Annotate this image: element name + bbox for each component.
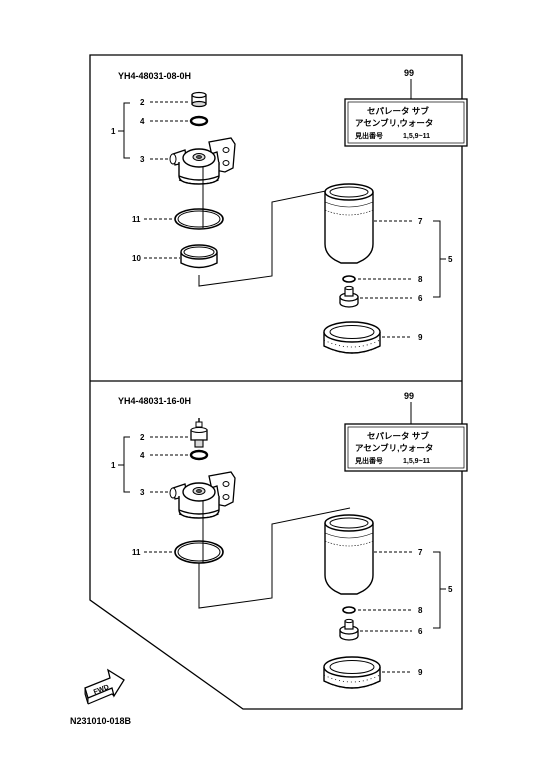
o-ring-bottom (189, 449, 209, 461)
fwd-arrow-icon: FWD (84, 668, 125, 705)
label-line2-bottom: アセンブリ,ウォータ (355, 443, 433, 453)
callout-7-top: 7 (418, 217, 423, 226)
callout-8-top: 8 (418, 275, 423, 284)
spacer-ring-top (180, 244, 218, 269)
assembly-line-top (198, 166, 351, 287)
bracket-group-1-bottom (118, 436, 130, 493)
label-key-top: 見出番号 (354, 131, 383, 140)
drain-plug-bottom (339, 618, 359, 641)
callout-4-bottom: 4 (140, 451, 145, 460)
label-box-bottom: セパレータ サブ アセンブリ,ウォータ 見出番号 1,5,9~11 (344, 423, 468, 472)
bracket-group-1-top (118, 102, 130, 159)
gasket-top (174, 208, 224, 230)
part-code-top: YH4-48031-08-0H (118, 71, 191, 81)
callout-1-bottom: 1 (111, 461, 116, 470)
callout-3-top: 3 (140, 155, 145, 164)
callout-2-bottom: 2 (140, 433, 145, 442)
diagram-code: N231010-018B (70, 716, 132, 726)
sensor-bottom (190, 418, 208, 448)
assembly-line-bottom (198, 500, 351, 609)
small-ring-top (342, 275, 356, 283)
callout-11-bottom: 11 (132, 548, 141, 557)
bowl-bottom (324, 514, 374, 595)
callout-11-top: 11 (132, 215, 141, 224)
ref-number-top: 99 (404, 68, 414, 78)
label-key-bottom: 見出番号 (354, 456, 383, 465)
label-line1-bottom: セパレータ サブ (367, 431, 429, 441)
callout-9-bottom: 9 (418, 668, 423, 677)
callout-2-top: 2 (140, 98, 145, 107)
callout-6-top: 6 (418, 294, 423, 303)
frame-border (89, 54, 463, 710)
callout-3-bottom: 3 (140, 488, 145, 497)
label-value-top: 1,5,9~11 (403, 133, 430, 140)
small-ring-bottom (342, 606, 356, 614)
bracket-group-5-top (433, 220, 446, 298)
drain-plug-top (339, 285, 359, 308)
callout-8-bottom: 8 (418, 606, 423, 615)
ring-nut-top (323, 321, 381, 354)
label-value-bottom: 1,5,9~11 (403, 458, 430, 465)
callout-4-top: 4 (140, 117, 145, 126)
label-line1-top: セパレータ サブ (367, 106, 429, 116)
part-code-bottom: YH4-48031-16-0H (118, 396, 191, 406)
callout-5-bottom: 5 (448, 585, 453, 594)
callout-6-bottom: 6 (418, 627, 423, 636)
bracket-group-5-bottom (433, 551, 446, 629)
gasket-bottom (174, 540, 224, 564)
callout-10-top: 10 (132, 254, 141, 263)
label-line2-top: アセンブリ,ウォータ (355, 118, 433, 128)
o-ring-top (189, 115, 209, 127)
bowl-top (324, 183, 374, 264)
callout-1-top: 1 (111, 127, 116, 136)
label-box-top: セパレータ サブ アセンブリ,ウォータ 見出番号 1,5,9~11 (344, 98, 468, 147)
ring-nut-bottom (323, 656, 381, 689)
callout-5-top: 5 (448, 255, 453, 264)
callout-7-bottom: 7 (418, 548, 423, 557)
ref-number-bottom: 99 (404, 391, 414, 401)
screw-plug-top (191, 91, 207, 108)
callout-9-top: 9 (418, 333, 423, 342)
